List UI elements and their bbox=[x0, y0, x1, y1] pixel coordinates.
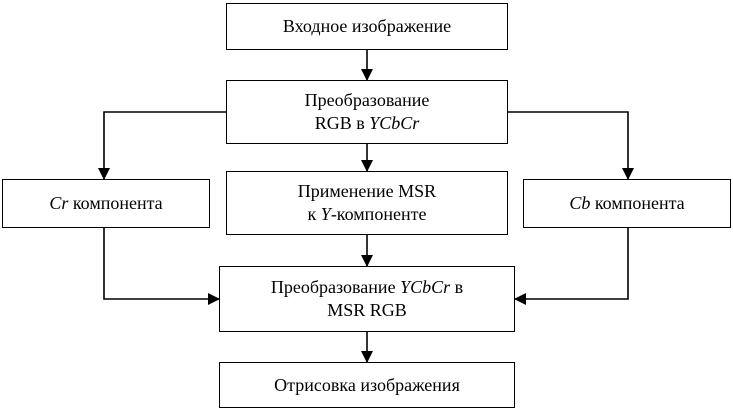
label-run: Применение MSR bbox=[297, 181, 437, 201]
label-run: Y bbox=[320, 204, 331, 224]
node-label-line: Преобразование YCbCr в bbox=[271, 276, 463, 299]
label-run: MSR RGB bbox=[327, 300, 407, 320]
node-label-line: Входное изображение bbox=[283, 15, 451, 38]
node-label-line: Преобразование bbox=[305, 89, 430, 112]
arrow-cr-to-conv2 bbox=[103, 228, 220, 305]
label-run: Преобразование bbox=[304, 90, 430, 110]
label-run: Отрисовка изображения bbox=[274, 374, 460, 395]
label-run: Входное изображение bbox=[282, 16, 452, 36]
node-label-line: к Y-компоненте bbox=[308, 203, 427, 226]
node-label-line: RGB в YCbCr bbox=[315, 112, 420, 135]
arrow-cb-to-conv2 bbox=[514, 228, 629, 305]
node-label-line: Cb компонента bbox=[569, 192, 684, 215]
node-label-line: Применение MSR bbox=[298, 180, 436, 203]
node-cb-component: Cb компонента bbox=[523, 179, 731, 228]
node-cr-component: Cr компонента bbox=[2, 179, 210, 228]
label-run: в bbox=[450, 277, 464, 297]
arrow-conv1-to-cr bbox=[98, 111, 226, 180]
node-render-image: Отрисовка изображения bbox=[219, 362, 515, 408]
label-run: YCbCr bbox=[400, 277, 451, 297]
label-run: RGB в bbox=[314, 113, 370, 133]
label-run: Преобразование bbox=[270, 277, 401, 297]
arrow-conv1-to-cb bbox=[508, 111, 634, 180]
node-input-image: Входное изображение bbox=[226, 3, 508, 50]
node-label-line: Cr компонента bbox=[49, 192, 162, 215]
label-run: YCbCr bbox=[369, 113, 420, 133]
label-run: компонента bbox=[590, 193, 685, 213]
node-label-line: MSR RGB bbox=[327, 299, 407, 322]
label-run: к bbox=[307, 204, 321, 224]
label-run: Cr bbox=[49, 193, 69, 213]
label-run: Cb bbox=[569, 193, 591, 213]
node-label-line: Отрисовка изображения bbox=[274, 374, 460, 397]
label-run: -компоненте bbox=[330, 204, 427, 224]
label-run: компонента bbox=[68, 193, 163, 213]
